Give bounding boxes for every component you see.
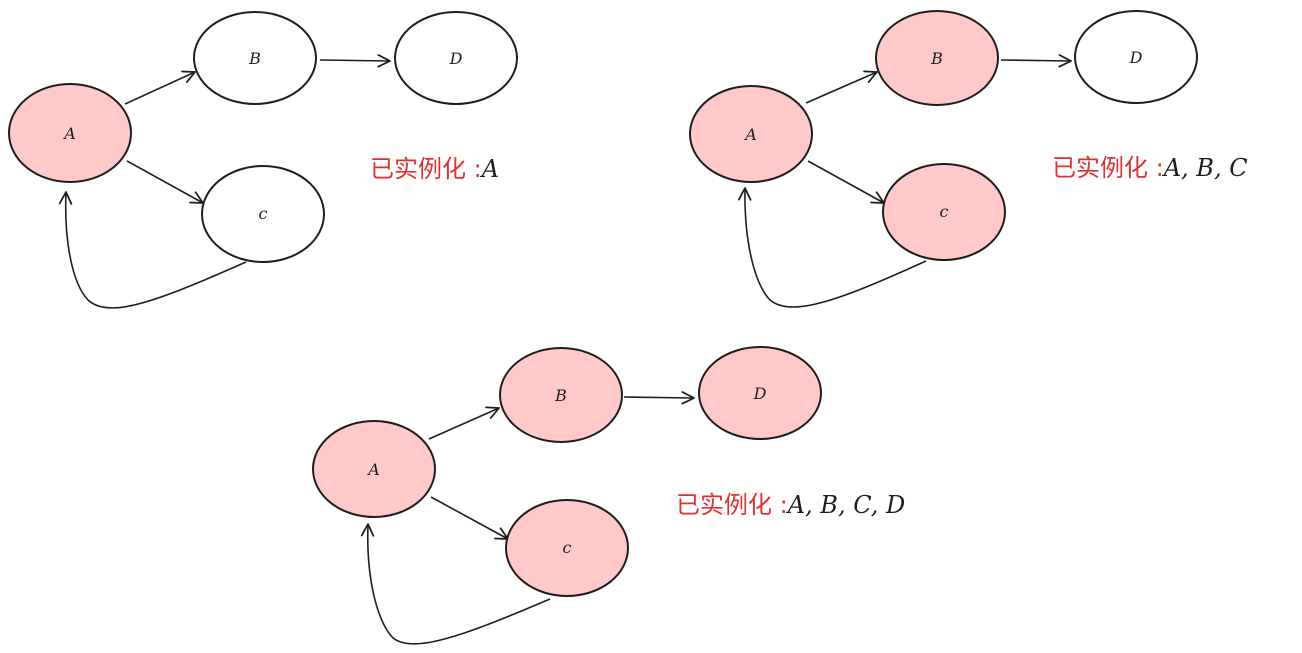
caption-3: 已实例化 :A, B, C, D — [676, 491, 905, 519]
node-b — [875, 10, 999, 106]
caption-1-prefix: 已实例化 : — [370, 155, 482, 183]
node-d-label: D — [753, 384, 767, 403]
caption-1: 已实例化 :A — [370, 155, 499, 183]
node-d — [394, 11, 518, 105]
node-c-label: c — [940, 202, 949, 221]
node-c-label: c — [259, 204, 268, 223]
caption-1-value: A — [480, 155, 499, 183]
diagram-3: A B c D 已实例化 :A, B, C, D — [312, 346, 905, 645]
node-b-label: B — [248, 49, 261, 68]
node-a — [8, 83, 132, 183]
edge-b-to-d — [1000, 54, 1072, 68]
edge-c-to-a — [360, 523, 551, 645]
caption-2: 已实例化 :A, B, C — [1052, 154, 1248, 182]
node-a-label: A — [743, 125, 757, 144]
caption-3-prefix: 已实例化 : — [676, 491, 788, 519]
diagram-1: A B c D 已实例化 :A — [8, 11, 518, 309]
caption-2-prefix: 已实例化 : — [1052, 154, 1164, 182]
node-c — [201, 165, 325, 263]
node-a-label: A — [366, 460, 380, 479]
node-b — [193, 11, 317, 105]
node-c — [882, 163, 1006, 261]
edge-a-to-c — [430, 496, 509, 540]
edge-c-to-a — [738, 187, 927, 308]
diagram-2: A B c D 已实例化 :A, B, C — [689, 10, 1248, 308]
node-a — [312, 420, 436, 518]
node-d — [1074, 10, 1198, 104]
edge-c-to-a — [58, 191, 247, 309]
edge-a-to-c — [126, 160, 204, 204]
node-b-label: B — [930, 49, 943, 68]
node-d-label: D — [1129, 48, 1143, 67]
edge-a-to-b — [428, 406, 500, 440]
node-a-label: A — [62, 124, 76, 143]
caption-3-value: A, B, C, D — [786, 491, 906, 519]
edge-a-to-c — [807, 160, 885, 204]
edge-a-to-b — [805, 70, 878, 104]
node-c — [505, 499, 629, 597]
edge-a-to-b — [124, 70, 196, 105]
edge-b-to-d — [319, 54, 391, 68]
node-b-label: B — [554, 386, 567, 405]
node-a — [689, 85, 813, 183]
caption-2-value: A, B, C — [1162, 154, 1248, 182]
node-c-label: c — [563, 538, 572, 557]
node-d-label: D — [449, 49, 463, 68]
node-b — [499, 347, 623, 443]
node-d — [698, 346, 822, 440]
edge-b-to-d — [623, 391, 695, 405]
